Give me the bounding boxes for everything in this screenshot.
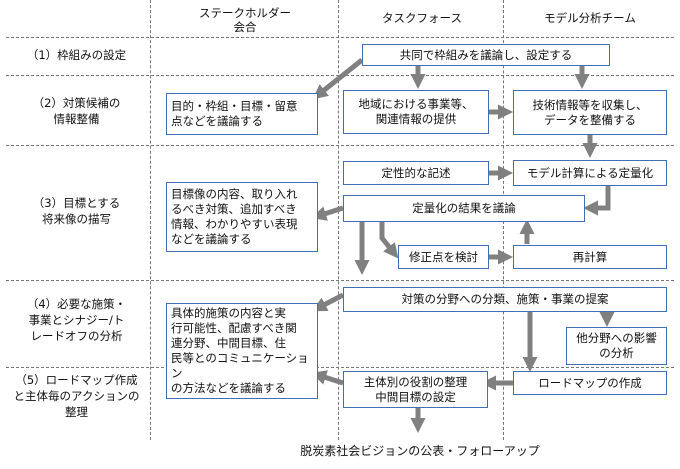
stage-2-line1: （2）対策候補の [32, 96, 121, 110]
arrow-quantify-to-discuss [583, 186, 611, 216]
stage-3-label: （3）目標とする 将来像の描写 [4, 195, 149, 227]
sh-vision-line4: などを議論する [171, 232, 252, 246]
classify-text: 対策の分野への分類、施策・事業の提案 [401, 292, 609, 306]
revise-text: 修正点を検討 [409, 249, 478, 264]
revise-box: 修正点を検討 [398, 245, 489, 269]
column-header-stakeholder-line1: ステークホルダー [199, 6, 291, 20]
quantify-text: モデル計算による定量化 [526, 165, 654, 180]
sh-goals-line2: 点などを議論する [171, 114, 263, 128]
tf-info-line1: 地域における事業等、 [358, 97, 474, 111]
column-header-stakeholder-line2: 会合 [233, 20, 257, 34]
impact-line1: 他分野への影響 [576, 331, 657, 345]
stage-5-line1: （5）ロードマップ作成 [15, 373, 138, 387]
mt-data-box: 技術情報等を収集し、 データを整備する [513, 90, 667, 135]
arrow-discuss-to-sh-vision [311, 205, 344, 221]
arrow-roles-to-sh-measures [311, 370, 344, 386]
joint-framework-box: 共同で枠組みを議論し、設定する [362, 44, 610, 66]
column-header-model-team: モデル分析チーム [544, 11, 636, 25]
stage-5-line2: と主体毎のアクションの [13, 389, 140, 403]
sh-vision-line1: 目標像の内容、取り入れ [171, 187, 298, 201]
roadmap-text: ロードマップの作成 [538, 375, 642, 390]
sh-vision-line3: 情報、わかりやすい表現 [171, 217, 298, 231]
discuss-results-box: 定量化の結果を議論 [343, 195, 585, 222]
mt-data-line1: 技術情報等を収集し、 [532, 97, 648, 112]
qualitative-box: 定性的な記述 [343, 161, 489, 185]
roles-box: 主体別の役割の整理 中間目標の設定 [343, 371, 488, 408]
joint-framework-text: 共同で枠組みを議論し、設定する [399, 47, 573, 62]
arrow-discuss-to-revise [379, 222, 399, 259]
quantify-box: モデル計算による定量化 [513, 160, 667, 186]
arrow-framework-to-sh-goals [312, 58, 364, 100]
row-divider-5 [6, 367, 674, 368]
sh-vision-line2: るべき対策、追加すべき [171, 202, 297, 216]
sh-measures-line3: 連分野、中間目標、住 [171, 336, 286, 350]
sh-measures-line4: 民等とのコミュニケーション [171, 351, 309, 380]
classify-box: 対策の分野への分類、施策・事業の提案 [343, 287, 667, 312]
impact-box: 他分野への影響 の分析 [566, 327, 667, 365]
roles-line1: 主体別の役割の整理 [363, 374, 468, 389]
sh-vision-box: 目標像の内容、取り入れ るべき対策、追加すべき 情報、わかりやすい表現 などを議… [166, 182, 318, 252]
recalc-box: 再計算 [513, 245, 667, 269]
stage-4-line2: 事業とシナジー/ト [28, 313, 125, 327]
roadmap-box: ロードマップの作成 [513, 371, 667, 395]
column-divider-2 [338, 0, 339, 440]
column-divider-1 [150, 0, 151, 440]
stage-1-label: （1）枠組みの設定 [26, 48, 127, 62]
stage-5-line3: 整理 [65, 405, 88, 419]
sh-goals-box: 目的・枠組・目標・留意 点などを議論する [166, 93, 318, 135]
sh-goals-line1: 目的・枠組・目標・留意 [171, 99, 298, 113]
mt-data-line2: データを整備する [544, 112, 636, 127]
stage-4-label: （4）必要な施策・ 事業とシナジー/ト レードオフの分析 [4, 296, 149, 344]
stage-4-line1: （4）必要な施策・ [26, 297, 127, 311]
footer-text: 脱炭素社会ビジョンの公表・フォローアップ [300, 444, 540, 458]
row-divider-1 [6, 37, 674, 38]
column-header-taskforce: タスクフォース [382, 11, 462, 25]
tf-info-box: 地域における事業等、 関連情報の提供 [343, 90, 489, 134]
discuss-results-text: 定量化の結果を議論 [412, 201, 516, 215]
stage-2-label: （2）対策候補の 情報整備 [4, 95, 149, 127]
stage-3-line2: 将来像の描写 [42, 212, 111, 226]
sh-measures-line5: の方法などを議論する [171, 381, 286, 395]
row-divider-4 [6, 280, 674, 281]
qualitative-text: 定性的な記述 [381, 165, 451, 180]
tf-info-line2: 関連情報の提供 [375, 112, 457, 126]
roles-line2: 中間目標の設定 [375, 389, 456, 404]
sh-measures-line2: 行可能性、配慮すべき関 [171, 321, 297, 335]
stage-3-line1: （3）目標とする [32, 196, 121, 210]
impact-line2: の分析 [599, 346, 634, 360]
sh-measures-box: 具体的施策の内容と実 行可能性、配慮すべき関 連分野、中間目標、住 民等とのコミ… [166, 303, 318, 399]
row-divider-3 [6, 145, 674, 146]
stage-5-label: （5）ロードマップ作成 と主体毎のアクションの 整理 [4, 372, 149, 420]
recalc-text: 再計算 [572, 249, 608, 264]
column-header-stakeholder: ステークホルダー 会合 [160, 6, 330, 34]
stage-4-line3: レードオフの分析 [30, 329, 123, 343]
arrow-classify-to-sh-measures [311, 292, 345, 312]
sh-measures-line1: 具体的施策の内容と実 [171, 306, 286, 320]
stage-2-line2: 情報整備 [53, 112, 100, 126]
